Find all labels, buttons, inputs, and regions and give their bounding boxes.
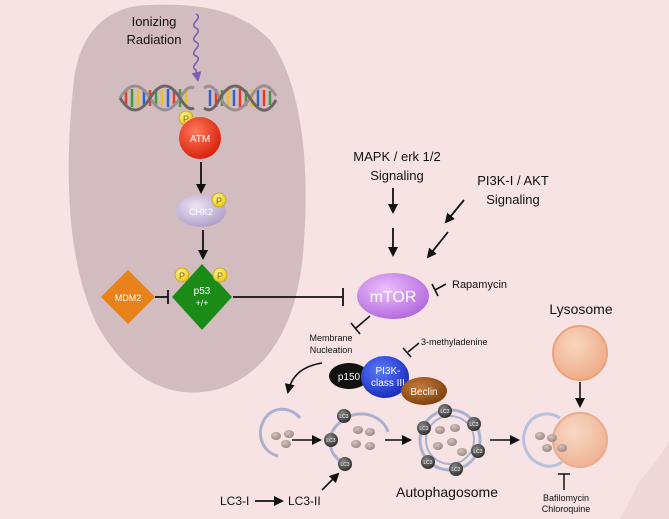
lc3-label: LC3 — [326, 438, 335, 444]
rapamycin-label: Rapamycin — [452, 279, 507, 291]
ionizing-radiation-label-2: Radiation — [127, 32, 182, 47]
autolysosome-icon — [522, 412, 608, 468]
lc3-ii-to-membrane-arrow — [321, 472, 340, 491]
pi3k-akt-label-2: Signaling — [486, 192, 540, 207]
lc3-icon — [421, 455, 435, 469]
pi3k-akt-label-1: PI3K-I / AKT — [477, 173, 549, 188]
mtor-node — [357, 273, 429, 319]
dna-helix-icon — [118, 84, 278, 112]
three-ma-inhibition-line — [407, 342, 420, 353]
mapk-label-2: Signaling — [370, 168, 424, 183]
lc3-label: LC3 — [339, 414, 348, 420]
p53-phospho-left-label: P — [179, 271, 185, 281]
radiation-wave-arrow — [191, 13, 202, 82]
p150-node — [329, 363, 369, 389]
lc3-icon — [417, 421, 431, 435]
bafilomycin-label: Bafilomycin — [543, 493, 589, 503]
lc3-label: LC3 — [419, 426, 428, 432]
chk2-phospho-label: P — [216, 196, 222, 206]
lc3-icon — [467, 417, 481, 431]
lysosome-label: Lysosome — [549, 301, 613, 317]
cell-edge — [620, 440, 669, 519]
atm-phospho-label: P — [183, 114, 189, 124]
mdm2-label: MDM2 — [115, 293, 142, 303]
lc3-label: LC3 — [451, 467, 460, 473]
chk2-label: CHK2 — [189, 207, 213, 217]
atm-label: ATM — [190, 134, 210, 145]
p53-phospho-right-label: P — [217, 271, 223, 281]
lysosome-node — [552, 325, 608, 381]
lc3-icon — [449, 462, 463, 476]
phagophore-icon — [259, 407, 302, 458]
p53-phospho-left-icon — [174, 267, 190, 283]
pi3k-class3-label-1: PI3K- — [375, 366, 400, 377]
pi3k-class3-label-2: class III — [371, 378, 405, 389]
lc3-i-label: LC3-I — [220, 494, 249, 508]
lc3-label: LC3 — [340, 462, 349, 468]
pi3k-akt-arrow-1 — [444, 199, 465, 224]
mtor-label: mTOR — [370, 289, 417, 306]
chloroquine-label: Chloroquine — [542, 504, 591, 514]
lc3-icon — [438, 404, 452, 418]
lc3-label: LC3 — [440, 409, 449, 415]
rapamycin-inhibition-bar — [431, 283, 439, 297]
lc3-ii-label: LC3-II — [288, 494, 321, 508]
chk2-phospho-icon — [211, 192, 227, 208]
beclin-node — [401, 377, 447, 405]
mdm2-node — [101, 270, 155, 324]
rapamycin-inhibition-line — [434, 283, 447, 291]
lc3-icon — [471, 444, 485, 458]
atm-node — [179, 117, 221, 159]
lc3-icon — [324, 433, 338, 447]
lc3-label: LC3 — [423, 460, 432, 466]
nucleation-curved-arrow — [284, 362, 323, 394]
lc3-icon — [338, 457, 352, 471]
lc3-label: LC3 — [469, 422, 478, 428]
mapk-label-1: MAPK / erk 1/2 — [353, 149, 440, 164]
mtor-inhibits-nucleation-line — [355, 315, 371, 329]
membrane-nucleation-label-2: Nucleation — [310, 345, 353, 355]
three-methyladenine-label: 3-methyladenine — [421, 337, 488, 347]
beclin-label: Beclin — [410, 387, 437, 398]
ionizing-radiation-label-1: Ionizing — [132, 14, 177, 29]
pi3k-class3-node — [361, 356, 409, 398]
p53-label-2: +/+ — [195, 298, 208, 308]
lc3-icon — [337, 409, 351, 423]
p53-label-1: p53 — [194, 286, 211, 297]
lc3-label: LC3 — [473, 449, 482, 455]
p53-phospho-right-icon — [212, 267, 228, 283]
autophagosome-label: Autophagosome — [396, 484, 498, 500]
mtor-inhibits-nucleation-bar — [350, 322, 361, 335]
pi3k-akt-arrow-2 — [426, 231, 449, 259]
membrane-nucleation-label-1: Membrane — [309, 333, 352, 343]
p150-label: p150 — [338, 372, 361, 383]
three-ma-inhibition-bar — [402, 347, 412, 358]
